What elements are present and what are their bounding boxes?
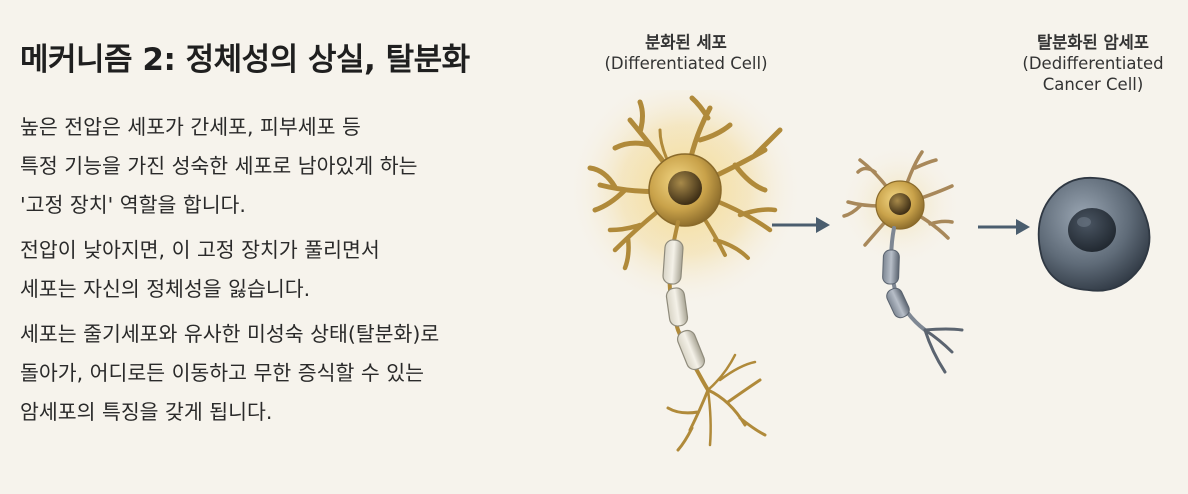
label-differentiated-cell: 분화된 세포 (Differentiated Cell) — [586, 32, 786, 74]
label-en: (Differentiated Cell) — [604, 54, 768, 73]
slide-title: 메커니즘 2: 정체성의 상실, 탈분화 — [20, 42, 470, 78]
paragraph-1: 높은 전압은 세포가 간세포, 피부세포 등 특정 기능을 가진 성숙한 세포로… — [20, 108, 580, 225]
neuron-axon — [662, 220, 710, 392]
cancer-cell-highlight — [1077, 217, 1091, 227]
paragraph-line: 전압이 낮아지면, 이 고정 장치가 풀리면서 — [20, 238, 380, 262]
transition-arrow-2 — [978, 219, 1030, 235]
cancer-cell — [1037, 176, 1151, 292]
differentiated-neuron — [567, 90, 803, 452]
label-en-1: (Dedifferentiated — [1022, 54, 1164, 73]
transitional-axon — [882, 226, 964, 374]
transitional-neuron — [838, 143, 964, 374]
label-en-2: Cancer Cell) — [1042, 75, 1144, 94]
axon-terminals — [666, 353, 767, 452]
neuron-nucleus — [668, 171, 702, 205]
explanation-text: 높은 전압은 세포가 간세포, 피부세포 등 특정 기능을 가진 성숙한 세포로… — [20, 108, 580, 438]
paragraph-line: 세포는 자신의 정체성을 잃습니다. — [20, 277, 311, 301]
paragraph-line: 암세포의 특징을 갖게 됩니다. — [20, 400, 273, 424]
paragraph-line: 돌아가, 어디로든 이동하고 무한 증식할 수 있는 — [20, 361, 424, 385]
paragraph-line: '고정 장치' 역할을 합니다. — [20, 193, 246, 217]
paragraph-line: 높은 전압은 세포가 간세포, 피부세포 등 — [20, 115, 361, 139]
label-ko: 분화된 세포 — [645, 33, 727, 52]
cancer-cell-nucleus — [1068, 208, 1116, 252]
label-ko: 탈분화된 암세포 — [1036, 33, 1149, 52]
transition-arrow-1 — [772, 217, 830, 233]
paragraph-line: 세포는 줄기세포와 유사한 미성숙 상태(탈분화)로 — [20, 322, 440, 346]
paragraph-3: 세포는 줄기세포와 유사한 미성숙 상태(탈분화)로 돌아가, 어디로든 이동하… — [20, 315, 580, 432]
paragraph-line: 특정 기능을 가진 성숙한 세포로 남아있게 하는 — [20, 154, 418, 178]
dedifferentiation-diagram — [567, 90, 1151, 452]
label-dedifferentiated-cell: 탈분화된 암세포 (Dedifferentiated Cancer Cell) — [1008, 32, 1178, 95]
paragraph-2: 전압이 낮아지면, 이 고정 장치가 풀리면서 세포는 자신의 정체성을 잃습니… — [20, 231, 580, 309]
transitional-nucleus — [889, 193, 911, 215]
